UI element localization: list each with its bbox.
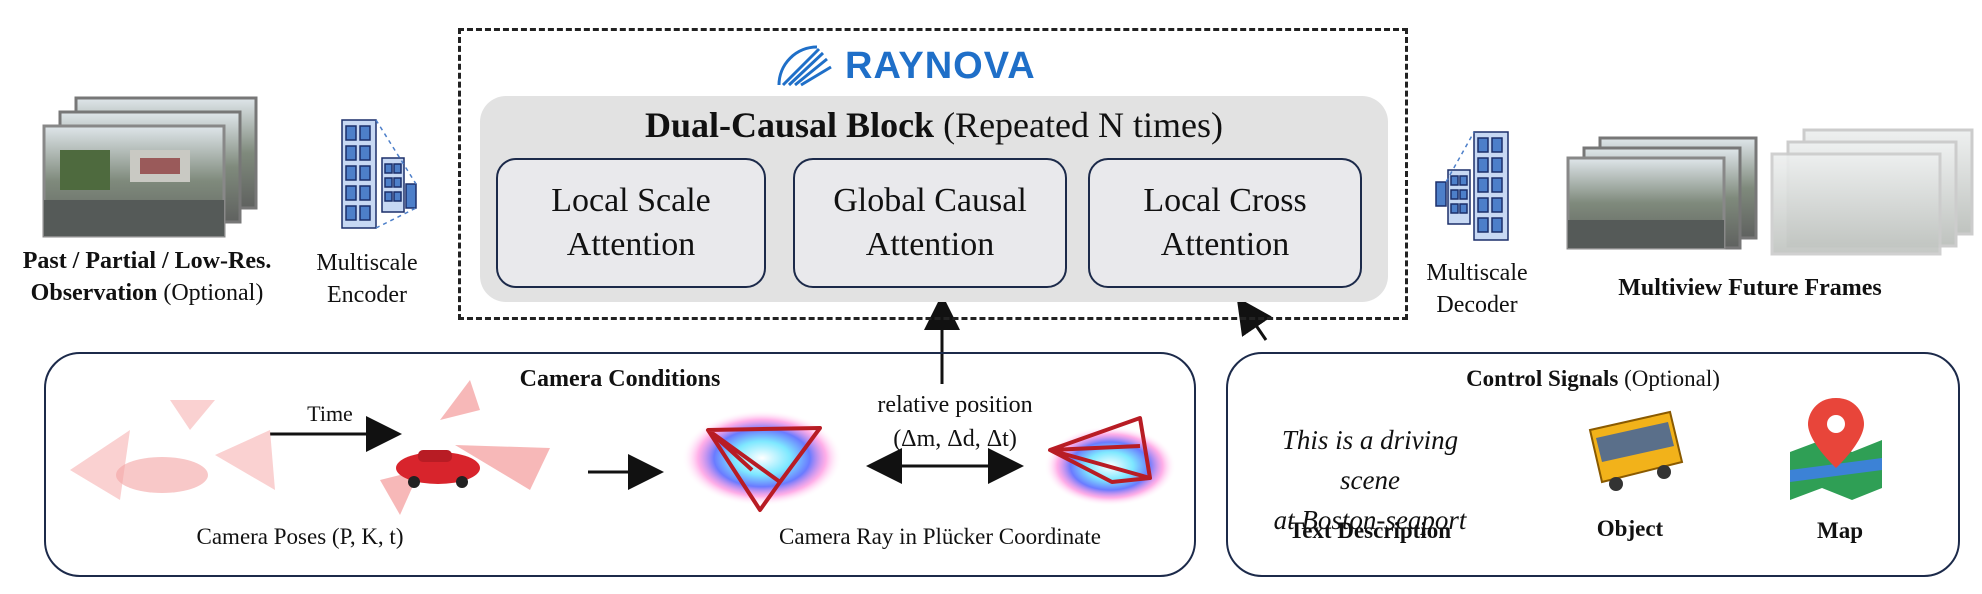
future-frames-label: Multiview Future Frames (1618, 275, 1882, 301)
relpos-line1: relative position (877, 392, 1033, 418)
text-desc-line2: at Boston-seaport (1273, 505, 1467, 535)
control-signals-title: Control Signals (Optional) (1226, 366, 1960, 392)
time-label: Time (307, 401, 353, 426)
camera-ray-label: Camera Ray in Plücker Coordinate (779, 524, 1101, 549)
att-2-line1: Global Causal (833, 182, 1027, 219)
raynova-logo: RAYNOVA (775, 38, 1095, 94)
encoder-icon (341, 119, 417, 229)
raynova-model-container (458, 28, 1408, 320)
relative-position-label: relative position (Δm, Δd, Δt) (855, 388, 1055, 456)
camera-conditions-title: Camera Conditions (519, 366, 721, 392)
dual-causal-block-title: Dual-Causal Block (Repeated N times) (480, 104, 1388, 146)
decoder-label: Multiscale Decoder (1410, 257, 1544, 321)
decoder-line2: Decoder (1436, 292, 1518, 318)
future-frames-icon (1566, 128, 1974, 256)
control-title-bold: Control Signals (1466, 366, 1619, 391)
raynova-logo-icon (777, 45, 832, 87)
relpos-line2: (Δm, Δd, Δt) (893, 426, 1017, 452)
text-description-label: Text Description (1288, 518, 1452, 543)
bus-icon (1588, 410, 1684, 491)
observation-frames-icon (42, 96, 258, 238)
camera-ray-icon (682, 410, 1176, 512)
observation-line1: Past / Partial / Low-Res. (22, 248, 272, 274)
block-title-rest: (Repeated N times) (934, 105, 1223, 145)
att-3-line2: Attention (1160, 226, 1290, 263)
camera-poses-label: Camera Poses (P, K, t) (196, 524, 404, 549)
observation-line2-rest: (Optional) (157, 280, 264, 306)
camera-poses-icon (70, 380, 550, 515)
decoder-line1: Multiscale (1426, 260, 1528, 286)
arrow-to-cross (1236, 297, 1272, 341)
att-1-line1: Local Scale (551, 182, 711, 219)
observation-label: Past / Partial / Low-Res. Observation (O… (0, 245, 294, 309)
att-2-line2: Attention (865, 226, 995, 263)
encoder-line2: Encoder (327, 282, 407, 308)
observation-line2-bold: Observation (30, 280, 158, 306)
object-label: Object (1596, 516, 1664, 541)
control-title-rest: (Optional) (1618, 366, 1720, 391)
encoder-label: Multiscale Encoder (300, 247, 434, 311)
encoder-line1: Multiscale (316, 250, 418, 276)
block-title-bold: Dual-Causal Block (645, 105, 935, 145)
map-icon (1790, 398, 1882, 500)
raynova-logo-text: RAYNOVA (845, 44, 1036, 87)
map-label: Map (1817, 518, 1863, 543)
camera-conditions-box (44, 352, 1196, 577)
att-1-line2: Attention (566, 226, 696, 263)
text-desc-line1: This is a driving scene (1281, 425, 1459, 495)
att-3-line1: Local Cross (1143, 182, 1307, 219)
text-description-example: This is a driving scene at Boston-seapor… (1250, 420, 1490, 540)
decoder-icon (1435, 131, 1509, 241)
control-signals-box (1226, 352, 1960, 577)
